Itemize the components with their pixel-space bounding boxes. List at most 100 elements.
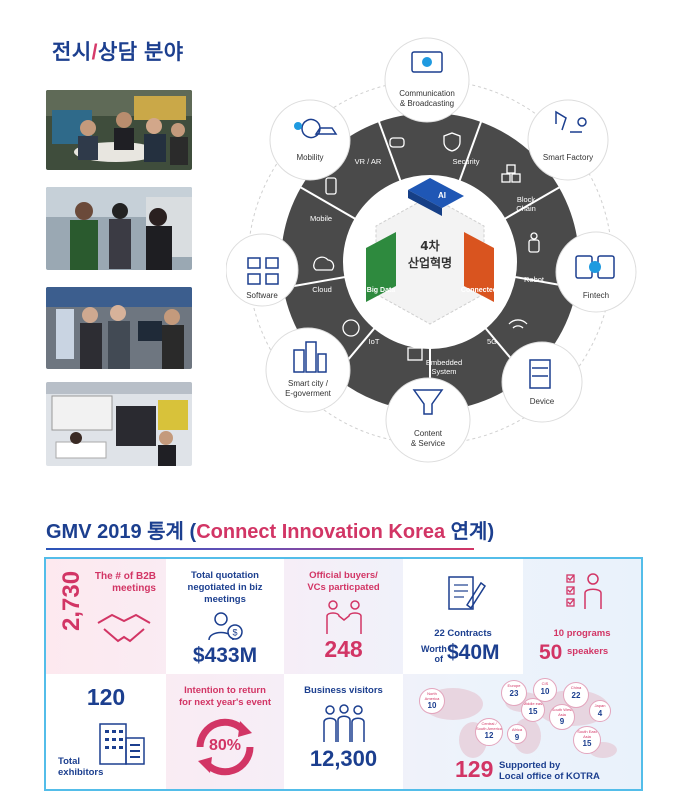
bigdata-label: Big Data [367, 287, 396, 294]
kotra-label-line: Local office of KOTRA [499, 771, 600, 782]
exhibit-photo-2 [46, 187, 192, 270]
outer-label-smart-factory: Smart Factory [543, 153, 593, 162]
contracts-cell: 22 Contracts Worth of $40M [403, 559, 523, 674]
quotation-label-line: Total quotation [191, 570, 259, 581]
exhibit-photo-3 [46, 287, 192, 369]
exhibitors-label-line: exhibitors [58, 767, 104, 778]
panel-bg [166, 559, 284, 674]
contract-document-icon [448, 576, 487, 610]
ring-label-iot: IoT [369, 337, 380, 346]
ring-label-mobile: Mobile [310, 214, 332, 223]
speakers-value: 50 [539, 641, 563, 664]
kotra-value: 129 [455, 756, 494, 782]
quotation-label-line: negotiated in biz meetings [187, 582, 263, 605]
refresh-arrows-icon [196, 718, 254, 776]
exhibitors-label-line: Total [58, 756, 80, 767]
ring-icons [313, 132, 540, 361]
center-hexagon [375, 195, 485, 325]
heading-part: 전시 [52, 41, 92, 64]
region-value: 15 [528, 706, 538, 716]
quotation-label: Total quotation negotiated in biz meetin… [166, 570, 284, 606]
region-value: 12 [484, 731, 494, 740]
iot-icon [342, 319, 360, 337]
heading-slash: / [91, 41, 98, 64]
region-name: CIS [541, 681, 549, 686]
heading-part: 연계) [445, 521, 495, 543]
exhibitors-cell: 120 Total exhibitors [46, 674, 166, 789]
ring-label-5g: 5G [487, 337, 497, 346]
worth-of: Worth of [421, 644, 447, 664]
return-value: 80% [208, 737, 242, 754]
mobility-icon [301, 118, 338, 139]
visitors-value: 12,300 [309, 746, 378, 771]
return-label-line: Intention to return [184, 685, 266, 696]
region-name: Japan [594, 703, 606, 708]
region-value: 22 [571, 690, 581, 700]
quotation-cell: Total quotation negotiated in biz meetin… [166, 559, 284, 674]
ring-label-robot: Robot [524, 275, 545, 284]
outer-label-smart-city: Smart city /E-goverment [285, 379, 332, 398]
heading-highlight: Connect Innovation Korea [196, 521, 446, 543]
worth-label: Worth [421, 644, 447, 654]
vr-headset-icon [389, 137, 405, 148]
of-label: of [434, 654, 444, 664]
exhibitors-label: Total exhibitors [58, 756, 103, 778]
center-line-1: 4차 [420, 238, 439, 253]
return-label-line: for next year's event [178, 697, 272, 708]
region-value: 9 [514, 732, 520, 742]
center-line-2: 산업혁명 [408, 255, 452, 270]
b2b-label-line: The # of B2B [94, 571, 156, 582]
programs-label: 10 programs [553, 628, 611, 639]
heading-part: 상담 분야 [97, 41, 184, 64]
heading-underline [46, 548, 474, 550]
software-icon [247, 257, 261, 269]
region-value: 4 [597, 708, 603, 718]
outer-icons [247, 51, 615, 415]
visitors-label: Business visitors [304, 685, 383, 696]
return-cell: Intention to return for next year's even… [166, 674, 284, 789]
visitors-cell: Business visitors 12,300 [284, 674, 403, 789]
shield-icon [443, 132, 461, 152]
robot-icon [528, 239, 540, 253]
region-name: South East Asia [577, 729, 597, 739]
exhibitors-value: 120 [86, 684, 126, 710]
wifi-5g-icon [508, 319, 528, 329]
region-value: 10 [540, 686, 550, 696]
region-value: 9 [559, 717, 565, 726]
stats-heading: GMV 2019 통계 (Connect Innovation Korea 연계… [46, 515, 494, 544]
visitors-group-icon [322, 704, 365, 742]
outer-label-mobility: Mobility [296, 153, 323, 162]
b2b-value: 2,730 [58, 570, 85, 631]
region-name: Europe [507, 683, 521, 688]
kotra-label: Supported by Local office of KOTRA [499, 760, 600, 782]
contracts-value: $40M [447, 641, 500, 664]
exhibit-photo-1 [46, 90, 192, 170]
region-name: North America [424, 691, 440, 701]
exhibit-photo-4 [46, 382, 192, 466]
return-gauge: 80% [190, 715, 260, 779]
region-name: South West Asia [551, 707, 573, 717]
heading-part: GMV 2019 통계 ( [46, 521, 197, 543]
outer-label-communication: Communication& Broadcasting [399, 89, 455, 108]
region-name: China [570, 685, 582, 690]
buyers-icon [325, 600, 362, 634]
region-value: 10 [427, 701, 437, 710]
region-name: Africa [511, 727, 523, 732]
buyers-value: 248 [324, 636, 363, 662]
outer-label-software: Software [246, 291, 278, 300]
region-value: 15 [582, 739, 592, 748]
chip-icon [407, 347, 423, 361]
outer-satellites [226, 37, 637, 463]
checklist-speaker-icon [566, 573, 602, 609]
robot-arm-icon [555, 110, 582, 133]
b2b-label: The # of B2B meetings [95, 571, 156, 595]
